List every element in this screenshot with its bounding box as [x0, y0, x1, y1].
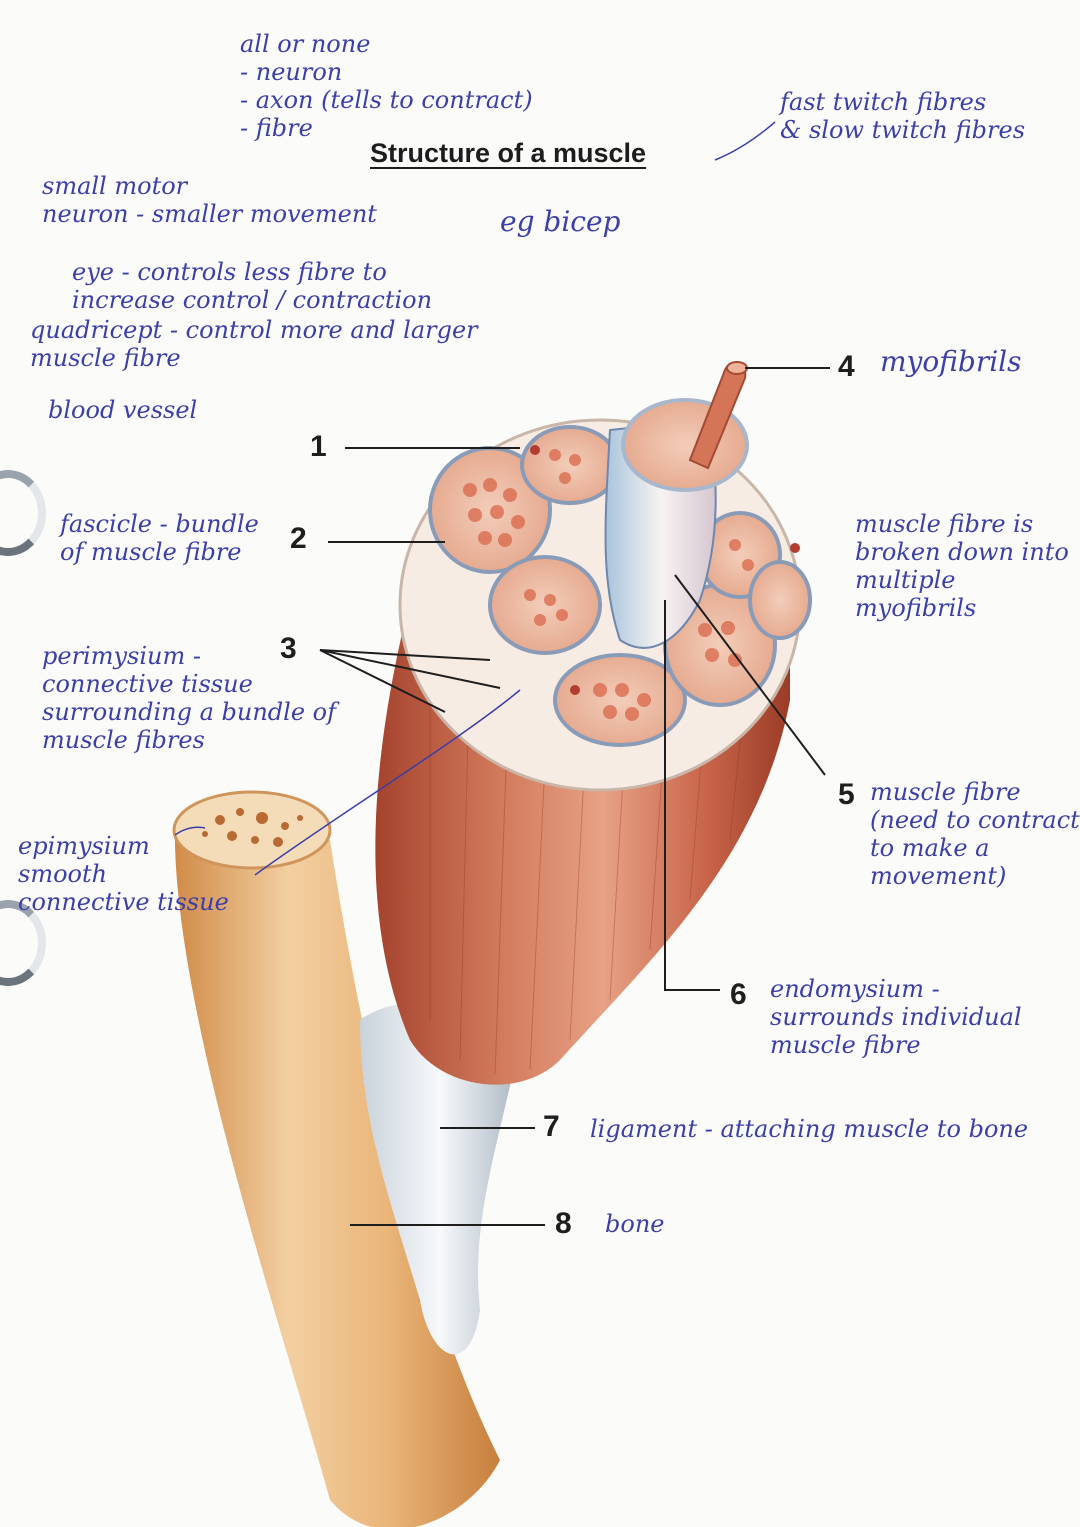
- label-number-7: 7: [543, 1110, 560, 1143]
- label-number-8: 8: [555, 1207, 572, 1240]
- bone-marrow: [202, 808, 303, 847]
- label-number-5: 5: [838, 778, 855, 811]
- bone-shaft: [174, 820, 500, 1527]
- note-eye: eye - controls less fibre to increase co…: [72, 258, 433, 314]
- binder-ring-top: [0, 470, 46, 556]
- note-all-or-none: all or none - neuron - axon (tells to co…: [240, 30, 533, 142]
- label-number-1: 1: [310, 430, 327, 463]
- tendon: [360, 1002, 520, 1355]
- blood-vessels: [530, 445, 800, 695]
- note-small-motor: small motor neuron - smaller movement: [42, 172, 377, 228]
- label-ligament: ligament - attaching muscle to bone: [590, 1115, 1029, 1143]
- ink-lines: [174, 121, 776, 876]
- note-blood-vessel: blood vessel: [48, 396, 198, 424]
- note-perimysium: perimysium - connective tissue surroundi…: [42, 642, 336, 754]
- note-eg-bicep: eg bicep: [500, 205, 621, 238]
- label-bone: bone: [605, 1210, 665, 1238]
- note-twitch-fibres: fast twitch fibres & slow twitch fibres: [780, 88, 1026, 144]
- label-myofibrils: myofibrils: [880, 345, 1022, 378]
- note-quadricept: quadricept - control more and larger mus…: [30, 316, 478, 372]
- leader-lines: [319, 367, 830, 1226]
- label-muscle-fibre: muscle fibre (need to contract to make a…: [870, 778, 1080, 890]
- label-number-2: 2: [290, 522, 307, 555]
- label-number-3: 3: [280, 632, 297, 665]
- binder-ring-bottom: [0, 900, 46, 986]
- note-fascicle: fascicle - bundle of muscle fibre: [60, 510, 259, 566]
- page-title: Structure of a muscle: [370, 138, 647, 168]
- label-number-6: 6: [730, 978, 747, 1011]
- label-number-4: 4: [838, 350, 855, 383]
- label-endomysium: endomysium - surrounds individual muscle…: [770, 975, 1022, 1059]
- fibre-cells: [463, 449, 754, 721]
- note-muscle-fibre-broken: muscle fibre is broken down into multipl…: [855, 510, 1069, 622]
- note-epimysium: epimysium smooth connective tissue: [18, 832, 229, 916]
